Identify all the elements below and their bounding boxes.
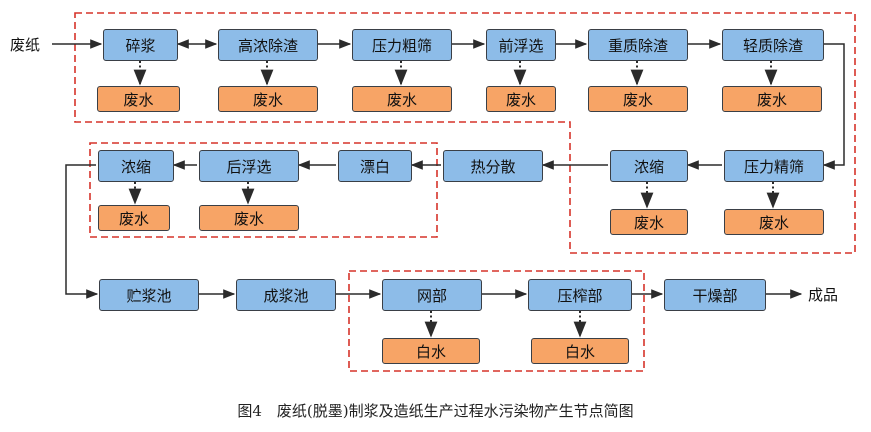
figure-caption: 图4 废纸(脱墨)制浆及造纸生产过程水污染物产生节点简图	[237, 402, 634, 420]
node-crush: 碎浆	[103, 29, 178, 61]
node-dryer-section: 干燥部	[664, 279, 766, 311]
waste-hd-clean: 废水	[218, 86, 318, 112]
node-thicken-1: 浓缩	[610, 150, 688, 182]
white-water-wire: 白水	[382, 338, 480, 364]
node-pre-float: 前浮选	[486, 29, 556, 61]
node-heavy-clean: 重质除渣	[588, 29, 688, 61]
waste-crush: 废水	[97, 86, 180, 112]
arrow-light-fine	[822, 43, 845, 170]
node-hd-clean: 高浓除渣	[218, 29, 318, 61]
waste-light-clean: 废水	[722, 86, 822, 112]
node-light-clean: 轻质除渣	[722, 29, 824, 61]
waste-pre-float: 废水	[486, 86, 556, 112]
node-bleach: 漂白	[338, 150, 412, 182]
output-label: 成品	[808, 286, 839, 304]
node-press-section: 压榨部	[528, 279, 632, 311]
node-fine-screen: 压力精筛	[724, 150, 824, 182]
waste-thicken-1: 废水	[610, 209, 688, 235]
node-stock-tank: 成浆池	[236, 279, 336, 311]
node-post-float: 后浮选	[199, 150, 299, 182]
waste-post-float: 废水	[199, 205, 299, 231]
node-pressure-coarse: 压力粗筛	[352, 29, 452, 61]
white-water-press: 白水	[531, 338, 629, 364]
node-storage-tank: 贮浆池	[99, 279, 199, 311]
waste-pressure-coarse: 废水	[352, 86, 452, 112]
waste-fine-screen: 废水	[724, 209, 824, 235]
arrow-thicken-storage	[65, 164, 99, 299]
waste-heavy-clean: 废水	[588, 86, 688, 112]
dashed-group-top	[74, 12, 856, 254]
waste-thicken-2: 废水	[98, 205, 170, 231]
node-heat-disperse: 热分散	[443, 150, 543, 182]
input-label: 废纸	[10, 36, 41, 54]
dashed-group-bottom	[348, 270, 645, 372]
node-wire-section: 网部	[382, 279, 482, 311]
node-thicken-2: 浓缩	[98, 150, 174, 182]
